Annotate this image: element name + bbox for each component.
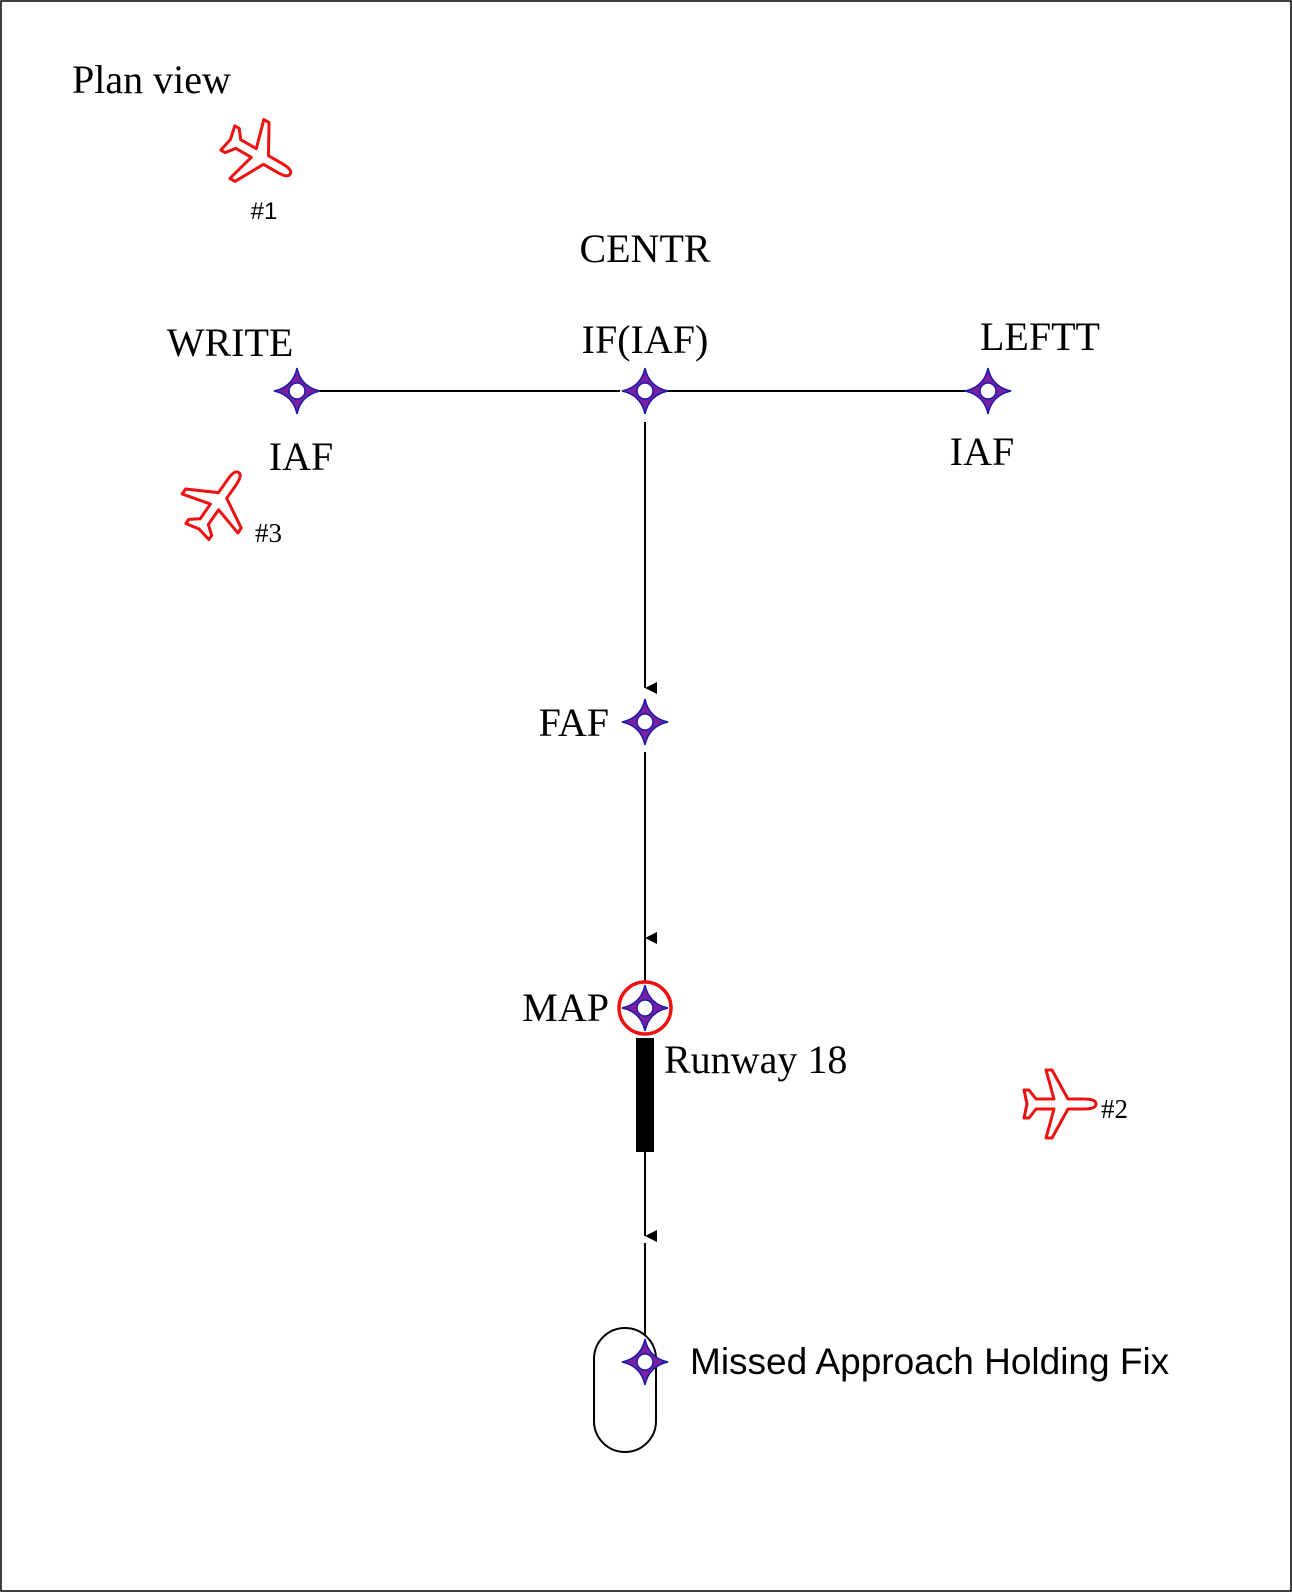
fix-leftt-symbol xyxy=(964,367,1012,415)
runway xyxy=(636,1038,654,1152)
fix-missed-hold-symbol xyxy=(621,1338,669,1386)
runway-label: Runway 18 xyxy=(664,1037,847,1082)
fix-leftt-name: LEFTT xyxy=(980,314,1100,359)
aircraft-2-icon xyxy=(1022,1068,1098,1140)
fix-centr-name: CENTR xyxy=(579,226,710,271)
fix-leftt-role: IAF xyxy=(950,429,1014,474)
fix-write-symbol xyxy=(273,367,321,415)
fix-faf-symbol xyxy=(621,698,669,746)
aircraft-2-label: #2 xyxy=(1101,1094,1128,1124)
aircraft-3-icon xyxy=(168,451,268,553)
aircraft-3-label: #3 xyxy=(255,518,282,548)
aircraft-1-label: #1 xyxy=(251,198,278,225)
fix-map-label: MAP xyxy=(522,985,609,1030)
fix-centr-role: IF(IAF) xyxy=(582,317,709,362)
fix-write-role: IAF xyxy=(269,434,333,479)
missed-hold-label: Missed Approach Holding Fix xyxy=(690,1341,1170,1382)
fix-map-symbol xyxy=(621,984,669,1032)
diagram-title: Plan view xyxy=(72,57,231,102)
map-ring xyxy=(617,980,673,1036)
fix-centr-symbol xyxy=(621,367,669,415)
fix-faf-label: FAF xyxy=(539,700,609,745)
fix-write-name: WRITE xyxy=(167,320,294,365)
aircraft-1-icon xyxy=(209,107,309,205)
holding-pattern xyxy=(593,1327,657,1453)
